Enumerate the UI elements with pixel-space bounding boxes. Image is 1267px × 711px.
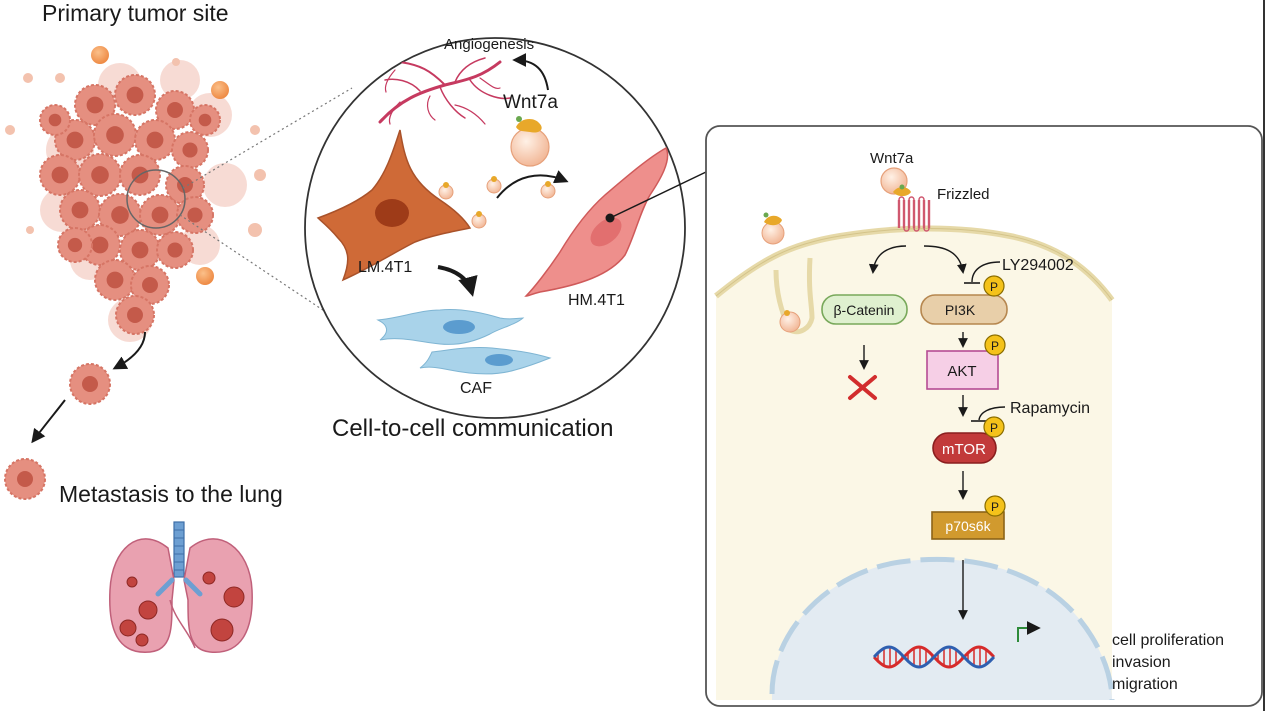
endocytosis-vesicle (773, 257, 815, 335)
arrow-to-pi3k (923, 245, 967, 274)
blocked-x-icon (848, 375, 877, 400)
akt-phospho-badge: P (984, 334, 1006, 356)
frizzled-receptor-icon (897, 196, 931, 232)
mtor-phospho-badge: P (983, 416, 1005, 438)
p70s6k-node (931, 511, 1005, 540)
tumor-nucleus (127, 307, 143, 323)
tumor-nucleus (91, 236, 109, 254)
p70s6k-phospho-badge: P (984, 495, 1006, 517)
outcome-migration: migration (1112, 676, 1178, 693)
tumor-nucleus (167, 242, 183, 258)
mtor-node (932, 432, 997, 464)
zoom-ring (126, 169, 186, 229)
lm4t1-label: LM.4T1 (358, 259, 412, 276)
cell-nucleus (769, 556, 1115, 701)
tumor-nucleus (51, 166, 69, 184)
lm-to-caf-arrow (437, 265, 478, 297)
vesicle-transfer-arrow (496, 170, 569, 199)
zoom-line-bottom (179, 214, 351, 329)
caf-cell (376, 309, 552, 375)
wnt7a-panel-vesicle (880, 167, 911, 197)
tumor-nucleus (67, 237, 83, 253)
floating-tumor-cells (5, 46, 266, 285)
frizzled-label: Frizzled (937, 186, 990, 203)
wnt7a-panel-label: Wnt7a (870, 150, 914, 167)
tumor-nucleus (131, 241, 149, 259)
primary-tumor-mass (39, 60, 247, 342)
svg-text:P: P (990, 421, 998, 435)
lm4t1-cell (316, 129, 472, 282)
tumor-nucleus (126, 86, 144, 104)
pi3k-node (920, 294, 1008, 325)
tumor-nucleus (106, 271, 124, 289)
caf-label: CAF (460, 380, 492, 397)
tumor-nucleus (106, 126, 124, 144)
free-vesicle (761, 212, 785, 245)
angiogenesis-arrow (512, 53, 549, 91)
tumor-nucleus (91, 166, 109, 184)
beta-catenin-node (821, 294, 908, 325)
metastasis-title: Metastasis to the lung (59, 481, 283, 507)
tumor-nucleus (198, 113, 212, 127)
outcome-invasion: invasion (1112, 654, 1171, 671)
metastasis-path (4, 331, 146, 500)
communication-title: Cell-to-cell communication (332, 415, 613, 442)
outcome-proliferation: cell proliferation (1112, 632, 1224, 649)
ly294002-label: LY294002 (1002, 257, 1074, 274)
circulating-tumor-cell (69, 363, 111, 405)
tumor-nucleus (66, 131, 84, 149)
wnt7a-circle-label: Wnt7a (503, 92, 558, 113)
tumor-nucleus (86, 96, 104, 114)
angiogenesis-label: Angiogenesis (444, 36, 534, 53)
tumor-nucleus (182, 142, 198, 158)
beta-catenin-label: β-Catenin (834, 302, 895, 318)
tumor-nucleus (151, 206, 169, 224)
pi3k-phospho-badge: P (983, 275, 1005, 297)
tumor-nucleus (142, 277, 158, 293)
wnt7a-large-vesicle (510, 116, 550, 167)
panel-connector (609, 171, 707, 219)
primary-tumor-title: Primary tumor site (42, 0, 229, 26)
tumor-nucleus (167, 102, 183, 118)
transcription-start-icon (1017, 621, 1041, 642)
svg-text:P: P (990, 280, 998, 294)
tumor-nucleus (177, 177, 193, 193)
tumor-nucleus (111, 206, 129, 224)
akt-label: AKT (947, 363, 976, 380)
lungs-icon (109, 521, 253, 653)
tumor-nucleus (187, 207, 203, 223)
pi3k-label: PI3K (945, 302, 976, 318)
blood-vessel-icon (378, 57, 511, 125)
rapamycin-label: Rapamycin (1010, 400, 1090, 417)
mtor-label: mTOR (942, 441, 986, 458)
svg-text:P: P (991, 500, 999, 514)
tumor-nucleus (146, 131, 164, 149)
disseminated-tumor-cell (4, 458, 46, 500)
rapamycin-inhibition (978, 406, 1006, 421)
dna-strand (872, 645, 996, 669)
tumor-nucleus (48, 113, 62, 127)
p70s6k-label: p70s6k (945, 518, 991, 534)
ly294002-inhibition (971, 261, 1001, 283)
akt-node (926, 350, 999, 390)
dna-helix-icon (872, 645, 996, 669)
wnt7a-vesicles (438, 176, 556, 229)
arrow-to-beta-catenin (868, 245, 907, 274)
hm4t1-label: HM.4T1 (568, 292, 625, 309)
tumor-nucleus (71, 201, 89, 219)
svg-text:P: P (991, 339, 999, 353)
